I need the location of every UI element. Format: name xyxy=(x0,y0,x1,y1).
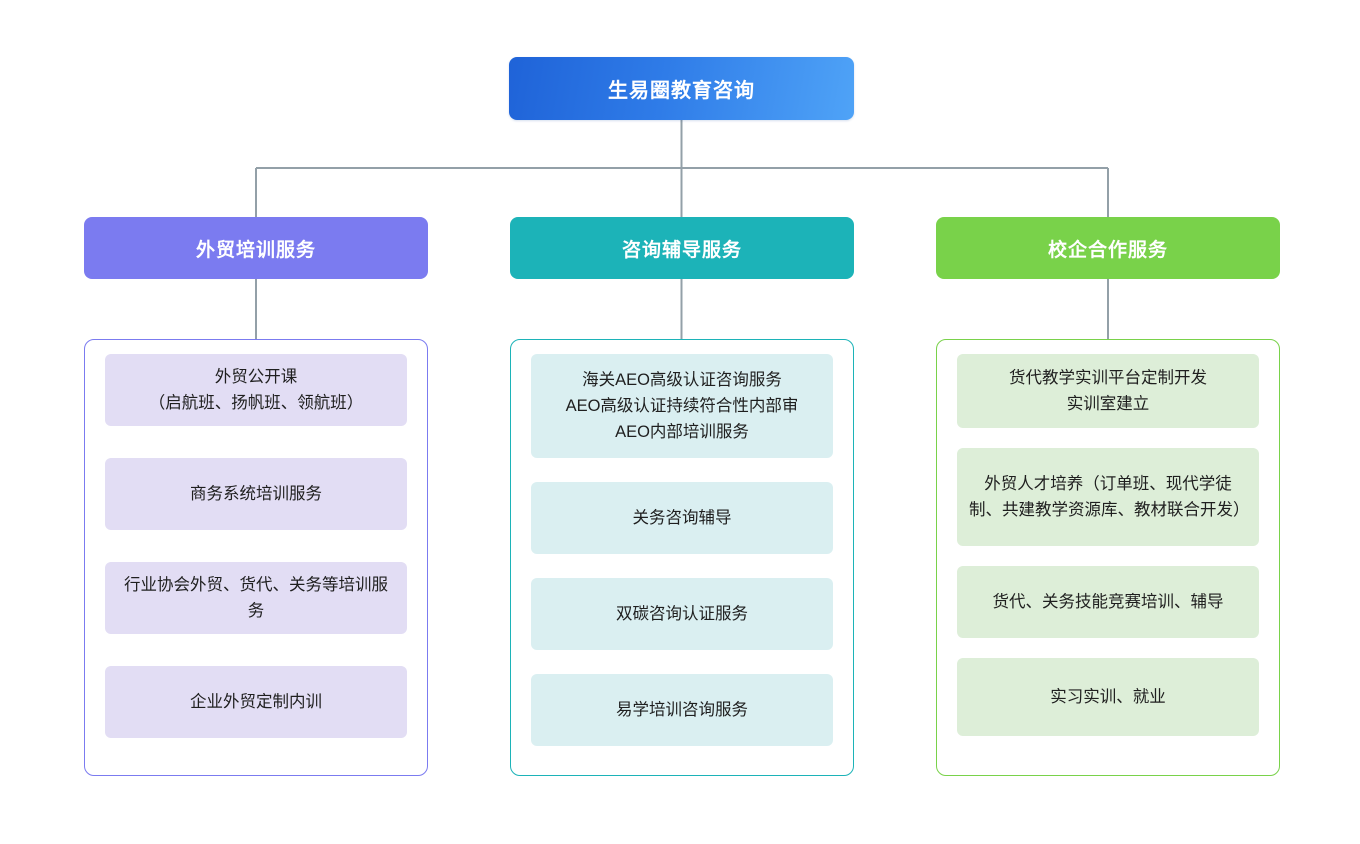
category-header-label: 咨询辅导服务 xyxy=(621,239,742,261)
service-item[interactable]: 货代、关务技能竞赛培训、辅导 xyxy=(957,566,1259,638)
category-header-label: 校企合作服务 xyxy=(1047,239,1168,261)
category-header-label: 外贸培训服务 xyxy=(195,239,316,261)
service-item[interactable]: 企业外贸定制内训 xyxy=(105,666,407,738)
service-item[interactable]: 外贸人才培养（订单班、现代学徒制、共建教学资源库、教材联合开发） xyxy=(957,448,1259,546)
service-group-zixun-fudao: 海关AEO高级认证咨询服务 AEO高级认证持续符合性内部审 AEO内部培训服务 … xyxy=(510,339,854,776)
category-header-zixun-fudao[interactable]: 咨询辅导服务 xyxy=(510,217,854,279)
service-item[interactable]: 实习实训、就业 xyxy=(957,658,1259,736)
root-node-label: 生易圈教育咨询 xyxy=(608,80,755,102)
service-item[interactable]: 外贸公开课 （启航班、扬帆班、领航班） xyxy=(105,354,407,426)
service-item[interactable]: 货代教学实训平台定制开发 实训室建立 xyxy=(957,354,1259,428)
service-item[interactable]: 海关AEO高级认证咨询服务 AEO高级认证持续符合性内部审 AEO内部培训服务 xyxy=(531,354,833,458)
service-item[interactable]: 易学培训咨询服务 xyxy=(531,674,833,746)
category-header-waimao-peixun[interactable]: 外贸培训服务 xyxy=(84,217,428,279)
service-group-waimao-peixun: 外贸公开课 （启航班、扬帆班、领航班） 商务系统培训服务 行业协会外贸、货代、关… xyxy=(84,339,428,776)
service-item[interactable]: 行业协会外贸、货代、关务等培训服务 xyxy=(105,562,407,634)
service-item[interactable]: 关务咨询辅导 xyxy=(531,482,833,554)
service-group-xiaoqi-hezuo: 货代教学实训平台定制开发 实训室建立 外贸人才培养（订单班、现代学徒制、共建教学… xyxy=(936,339,1280,776)
service-item[interactable]: 商务系统培训服务 xyxy=(105,458,407,530)
service-item[interactable]: 双碳咨询认证服务 xyxy=(531,578,833,650)
category-header-xiaoqi-hezuo[interactable]: 校企合作服务 xyxy=(936,217,1280,279)
root-node[interactable]: 生易圈教育咨询 xyxy=(509,57,854,120)
